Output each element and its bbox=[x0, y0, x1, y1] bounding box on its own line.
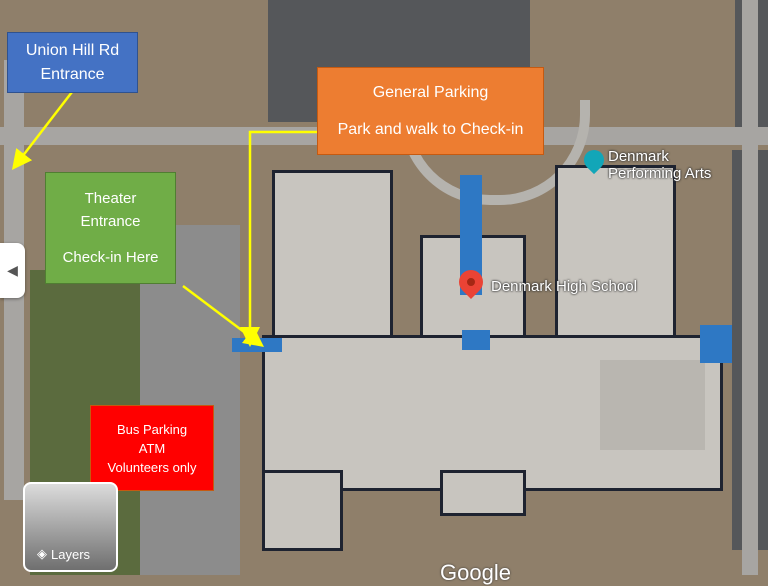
performing-arts-line2: Performing Arts bbox=[608, 165, 712, 182]
layers-label: Layers bbox=[51, 546, 91, 562]
building-south-center bbox=[440, 470, 526, 516]
general-parking-label: General Parking Park and walk to Check-i… bbox=[317, 67, 544, 155]
layers-icon: ◈ bbox=[37, 546, 47, 561]
layers-button[interactable]: ◈ Layers bbox=[23, 482, 118, 572]
bus-line1: Bus Parking bbox=[116, 421, 188, 437]
general-parking-line2: Park and walk to Check-in bbox=[337, 120, 524, 138]
union-hill-line1: Union Hill Rd bbox=[25, 41, 120, 59]
road-right bbox=[742, 0, 758, 575]
side-panel-toggle[interactable]: ◀ bbox=[0, 243, 25, 298]
covered-walkway bbox=[460, 175, 482, 295]
bus-line2: ATM bbox=[138, 440, 166, 456]
arrow-theater bbox=[182, 285, 264, 348]
bus-line3: Volunteers only bbox=[107, 459, 197, 475]
union-hill-line2: Entrance bbox=[40, 65, 105, 83]
theater-line1: Theater bbox=[84, 190, 137, 207]
google-attribution: Google bbox=[440, 560, 511, 585]
arrow-general-parking bbox=[240, 130, 318, 347]
gym-roof bbox=[600, 360, 705, 450]
theater-entrance-label: Theater Entrance Check-in Here bbox=[45, 172, 176, 284]
theater-line3: Check-in Here bbox=[62, 249, 159, 266]
place-label-performing-arts[interactable]: Denmark Performing Arts bbox=[608, 148, 711, 182]
covered-walkway-east bbox=[700, 325, 732, 363]
arrow-union-hill bbox=[11, 91, 73, 170]
building-southwest bbox=[262, 470, 343, 551]
general-parking-line1: General Parking bbox=[372, 83, 489, 101]
performing-arts-line1: Denmark bbox=[608, 148, 669, 165]
theater-line2: Entrance bbox=[80, 213, 141, 230]
bus-parking-label: Bus Parking ATM Volunteers only bbox=[90, 405, 214, 491]
union-hill-entrance-label: Union Hill Rd Entrance bbox=[7, 32, 138, 93]
covered-walkway-center bbox=[462, 330, 490, 350]
place-label-high-school[interactable]: Denmark High School bbox=[491, 278, 637, 295]
chevron-left-icon: ◀ bbox=[7, 262, 18, 278]
